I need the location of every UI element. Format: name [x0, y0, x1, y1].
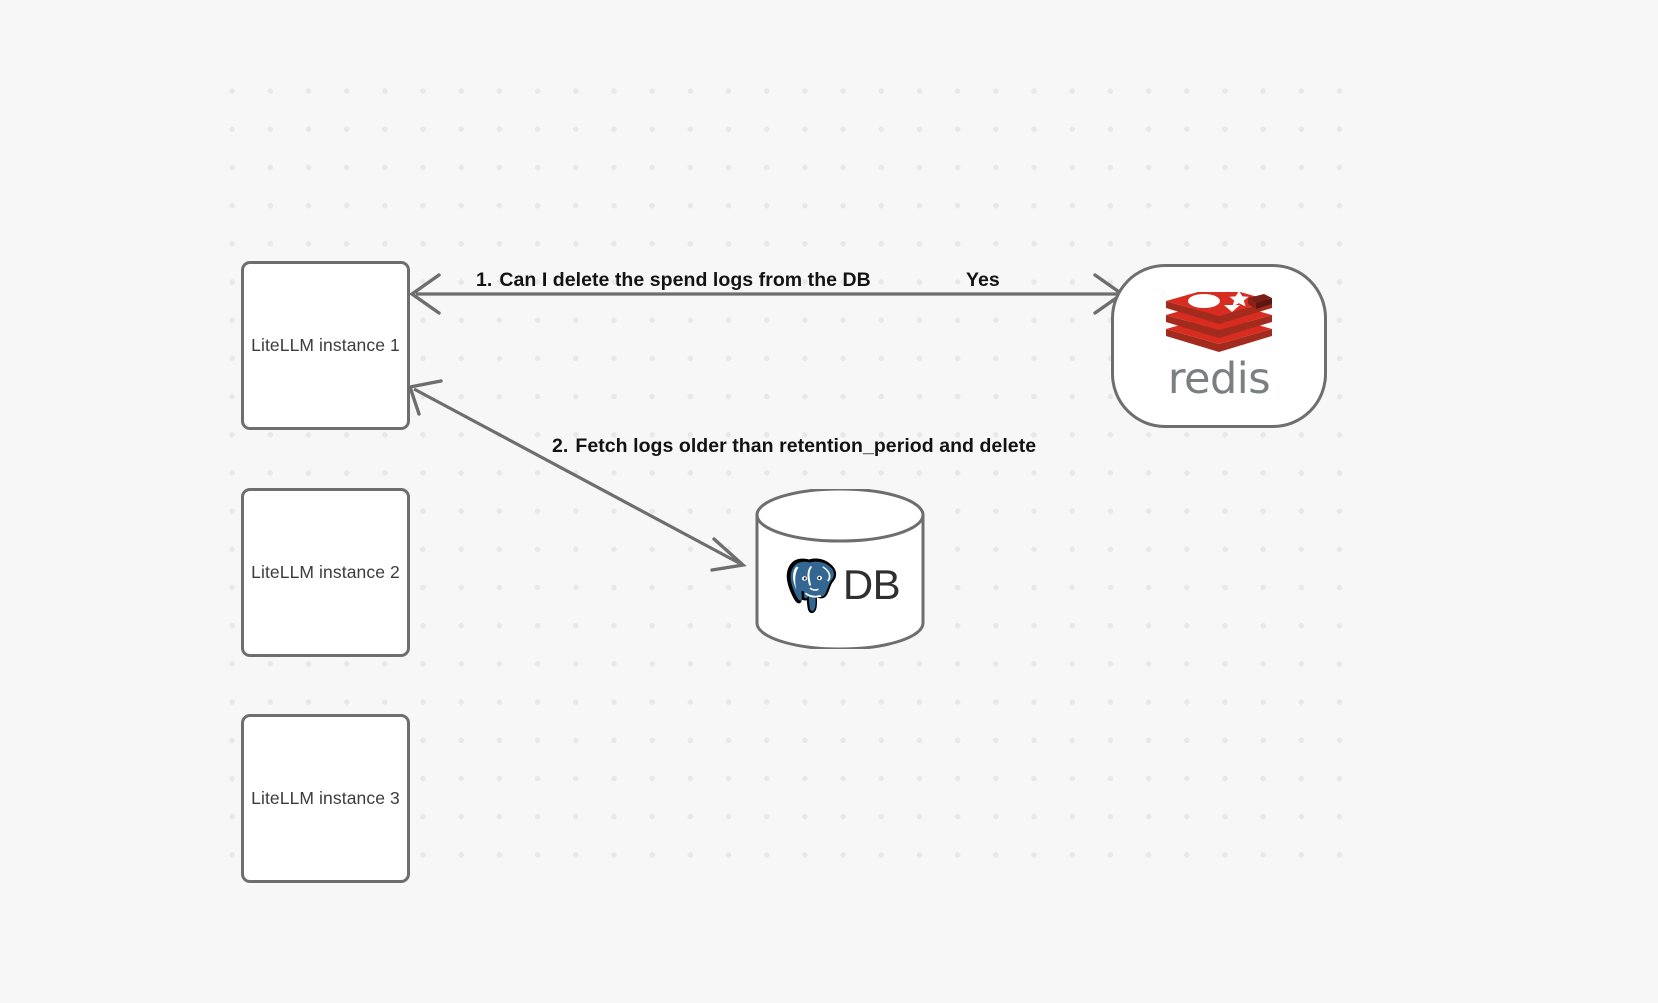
redis-wordmark: redis	[1167, 354, 1271, 405]
edge-label-index: 1.	[476, 269, 493, 291]
edge-database-to-litellm1	[407, 379, 747, 572]
arrowhead-lower-edge2	[710, 537, 747, 572]
node-litellm-instance-2[interactable]: LiteLLM instance 2	[241, 488, 410, 657]
node-label: LiteLLM instance 3	[251, 788, 400, 808]
postgresql-elephant-icon	[786, 558, 836, 614]
edge-label-reply: Yes	[966, 269, 1000, 291]
arrowhead-upper-edge2	[407, 379, 443, 416]
node-database[interactable]: DB	[754, 489, 926, 649]
edge-label-query: 1. Can I delete the spend logs from the D…	[476, 269, 871, 292]
node-litellm-instance-3[interactable]: LiteLLM instance 3	[241, 714, 410, 883]
arrowhead-left-edge1	[409, 273, 441, 315]
node-redis[interactable]: redis	[1111, 264, 1327, 428]
node-litellm-instance-1[interactable]: LiteLLM instance 1	[241, 261, 410, 430]
edge-label-fetch: 2. Fetch logs older than retention_period…	[552, 435, 1036, 458]
redis-logo: redis	[1153, 292, 1285, 400]
redis-stack-icon	[1166, 292, 1272, 353]
database-label: DB	[842, 561, 901, 608]
node-label: LiteLLM instance 1	[251, 335, 400, 355]
cylinder-shape	[755, 489, 925, 649]
edge-label-index: 2.	[552, 435, 569, 457]
node-label: LiteLLM instance 2	[251, 562, 400, 582]
edge-label-text: Fetch logs older than retention_period a…	[575, 435, 1037, 457]
edge-label-text: Can I delete the spend logs from the DB	[499, 269, 871, 291]
database-label-row: DB	[754, 549, 926, 621]
